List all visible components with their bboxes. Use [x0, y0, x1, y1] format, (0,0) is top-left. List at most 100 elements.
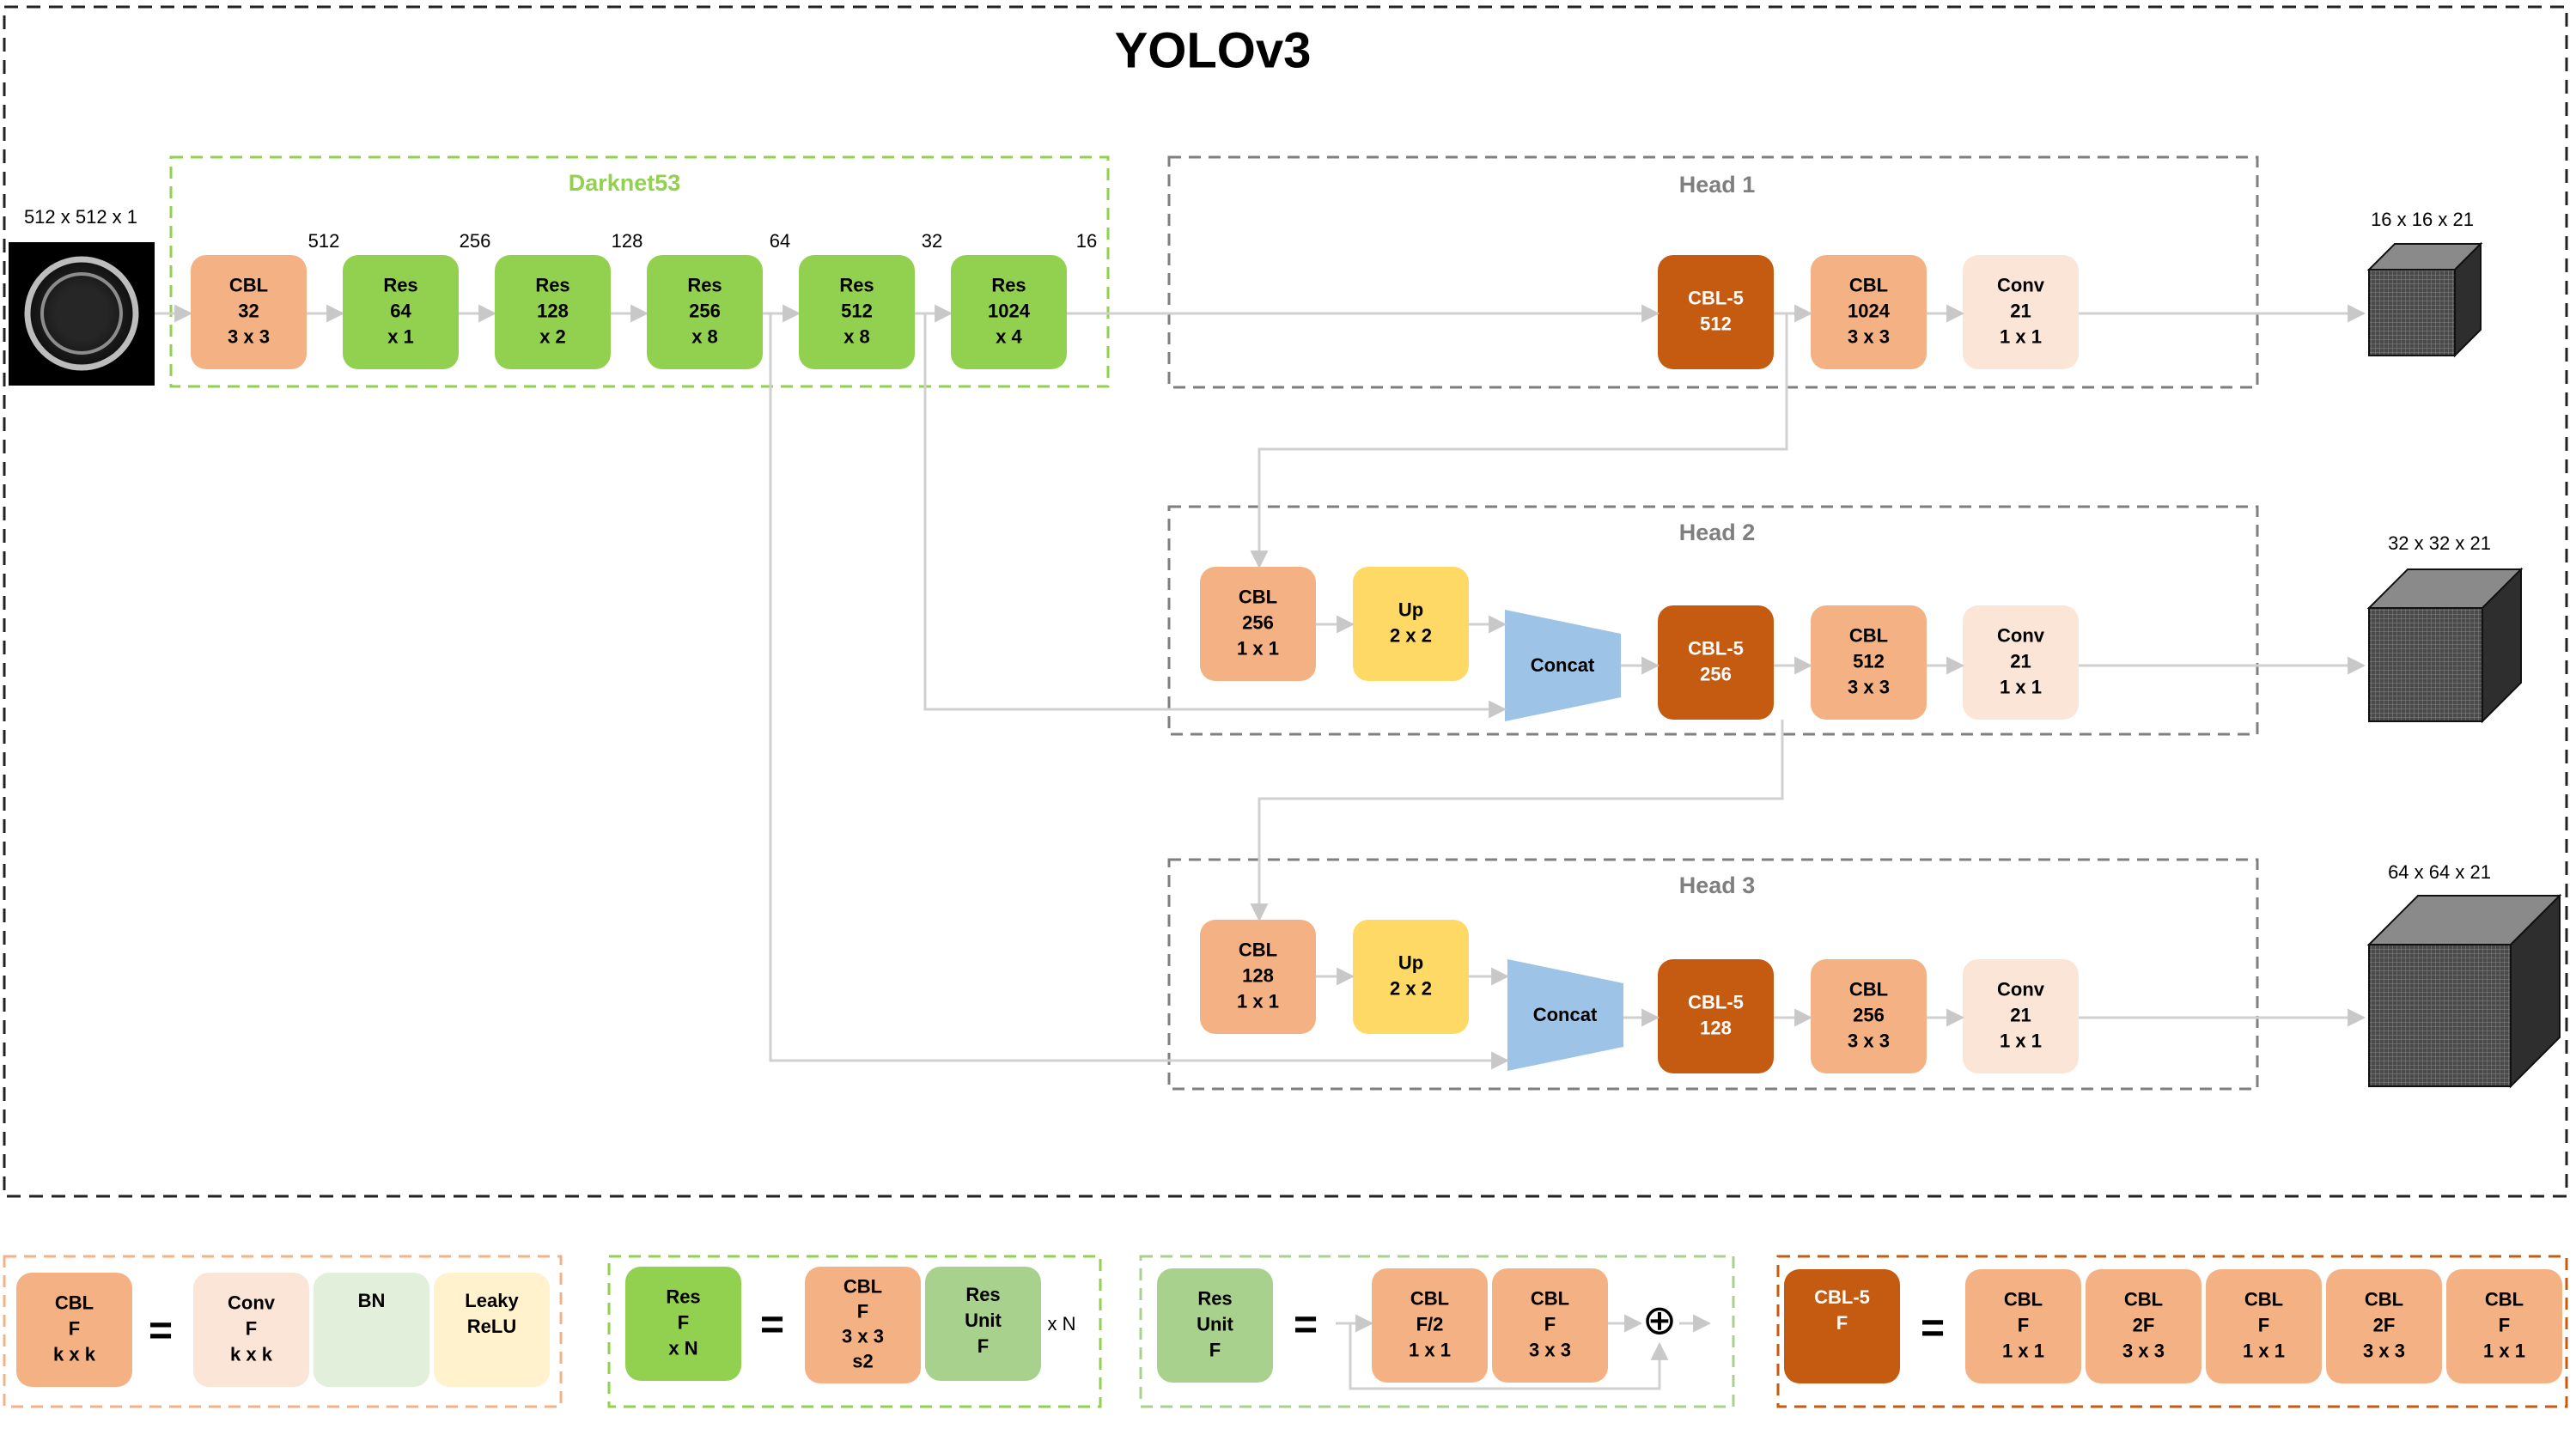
output-cube-3 [2366, 893, 2562, 1089]
darknet-block-4-label-line: Res [687, 274, 722, 295]
head-1-frame [1167, 155, 2259, 389]
darknet-block-4-label-line: 256 [689, 300, 721, 321]
legend-cbl-lhs-label-line: F [69, 1317, 80, 1339]
output-cube-2 [2366, 567, 2524, 724]
legend-cbl5-item-1-label-line: 1 x 1 [2002, 1340, 2044, 1361]
head-2-cbl5: CBL-5 256 [1658, 605, 1774, 720]
legend-cbl5-item-5-label-line: CBL [2485, 1288, 2524, 1310]
head-2-concat-shape [1505, 610, 1621, 721]
head-2-cbl5-label-line: CBL-5 [1688, 637, 1744, 659]
head-2-up-shape [1353, 567, 1469, 681]
legend-cbl5-item-2-label-line: CBL [2124, 1288, 2163, 1310]
darknet-block-1-label-line: 32 [238, 300, 259, 321]
darknet-block-3-shape [495, 255, 611, 369]
head-2-cbl-label-line: 3 x 3 [1848, 676, 1890, 697]
head-3-conv-label-line: Conv [1997, 978, 2045, 1000]
head-2-cbl-shape [1811, 605, 1927, 720]
head-3-up-label-line: 2 x 2 [1390, 977, 1432, 999]
legend-cbl5-item-4-shape [2326, 1269, 2442, 1383]
legend-cbl5-item-5-shape [2446, 1269, 2562, 1383]
head-3-cbl-label-line: CBL [1239, 939, 1277, 960]
head-2-label: Head 2 [1679, 520, 1756, 545]
connector-route-res256-to-concat [769, 313, 1510, 1070]
legend-cbl-leaky-shape [434, 1273, 550, 1387]
head-1-cbl-shape [1811, 255, 1927, 369]
legend-cbl5-lhs-label-line: CBL-5 [1814, 1286, 1870, 1308]
input-ct-image [9, 242, 155, 386]
legend-cbl5-item-5-label-line: F [2499, 1314, 2510, 1335]
legend-resunit-equals: = [1294, 1303, 1318, 1348]
input-size-label: 512 x 512 x 1 [24, 206, 137, 228]
legend-cbl5-item-3-label-line: 1 x 1 [2243, 1340, 2285, 1361]
legend-resunit-frame [1139, 1255, 1735, 1408]
head-3-label: Head 3 [1679, 872, 1756, 898]
head-2-cbl-label-line: CBL [1849, 624, 1888, 646]
legend-cbl-conv-label-line: Conv [228, 1292, 276, 1313]
head-1-cbl-label-line: 3 x 3 [1848, 325, 1890, 347]
legend-resunit-cbl-a-label-line: CBL [1410, 1287, 1449, 1309]
head-2-cbl5-shape [1658, 605, 1774, 720]
darknet-block-4-shape [647, 255, 763, 369]
output-size-label-3: 64 x 64 x 21 [2388, 861, 2491, 883]
head-2-cbl5-label-line: 256 [1700, 663, 1732, 684]
legend-cbl5-item-1-shape [1965, 1269, 2081, 1383]
head-3-up: Up2 x 2 [1353, 920, 1469, 1034]
legend-cbl5-lhs-label-line: F [1836, 1312, 1848, 1334]
connector-resunit-skip [1349, 1323, 1669, 1390]
head-2-up-label-line: 2 x 2 [1390, 624, 1432, 646]
head-3-cbl5-label-line: 128 [1700, 1017, 1732, 1038]
legend-cbl-bn-shape [314, 1273, 429, 1387]
darknet-block-4-label-line: x 8 [691, 325, 718, 347]
head-3-conv-label-line: 1 x 1 [2000, 1030, 2042, 1051]
legend-cbl-lhs-label-line: CBL [55, 1292, 94, 1313]
darknet-block-3-label-line: x 2 [539, 325, 566, 347]
legend-resunit-cbl-a-label-line: F/2 [1416, 1313, 1444, 1334]
head-3-cbl-label-line: 3 x 3 [1848, 1030, 1890, 1051]
darknet-block-2-shape [343, 255, 459, 369]
head-1-conv-label-line: 21 [2010, 300, 2031, 321]
head-2-cbl-shape [1200, 567, 1316, 681]
darknet-block-5-label-line: Res [839, 274, 874, 295]
head-2-conv-label-line: 1 x 1 [2000, 676, 2042, 697]
legend-resunit-lhs-label-line: Unit [1197, 1313, 1233, 1334]
legend-cbl5-item-5-label-line: 1 x 1 [2483, 1340, 2525, 1361]
head-2-cbl-label-line: 1 x 1 [1237, 637, 1279, 659]
legend-cbl-equals: = [149, 1309, 173, 1354]
head-3-concat-shape [1507, 959, 1623, 1071]
darknet-block-3-label-line: 128 [537, 300, 569, 321]
darknet-block-6-label-line: x 4 [996, 325, 1022, 347]
legend-res-lhs-shape [625, 1267, 741, 1381]
legend-res-lhs-label-line: F [678, 1311, 689, 1333]
legend-cbl5-lhs: CBL-5F [1784, 1269, 1900, 1383]
head-3-cbl-shape [1811, 959, 1927, 1073]
head-1-conv-label-line: Conv [1997, 274, 2045, 295]
head-1-conv-shape [1963, 255, 2079, 369]
head-3-cbl5-shape [1658, 959, 1774, 1073]
head-2-cbl-label-line: 512 [1853, 650, 1885, 672]
legend-res-frame [607, 1255, 1102, 1408]
head-3-cbl-label-line: 1 x 1 [1237, 990, 1279, 1012]
head-1-label: Head 1 [1679, 172, 1756, 198]
legend-cbl5-lhs-shape [1784, 1269, 1900, 1383]
legend-cbl5-item-4-label-line: 3 x 3 [2363, 1340, 2405, 1361]
darknet-block-2-label-line: Res [383, 274, 417, 295]
legend-res-cbl-label-line: CBL [843, 1275, 882, 1297]
add-operator-icon: ⊕ [1642, 1298, 1677, 1344]
legend-resunit-lhs-label-line: Res [1197, 1287, 1232, 1309]
legend-cbl5-item-4-label-line: CBL [2365, 1288, 2403, 1310]
legend-cbl5-item-1-label-line: F [2018, 1314, 2029, 1335]
head-3-concat-label: Concat [1533, 1004, 1598, 1025]
output-size-label-1: 16 x 16 x 21 [2371, 209, 2474, 230]
